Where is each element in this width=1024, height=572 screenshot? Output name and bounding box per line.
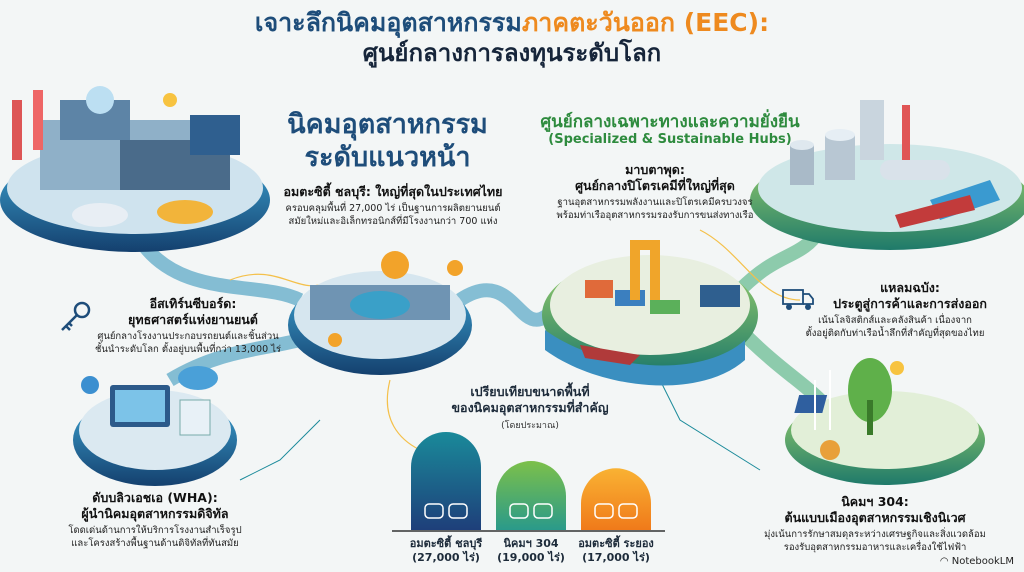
connector-path bbox=[134, 235, 304, 307]
car-icon bbox=[424, 503, 444, 519]
map-ta-phut-block: มาบตาพุด: ศูนย์กลางปิโตรเคมีที่ใหญ่ที่สุ… bbox=[556, 162, 754, 221]
bar-0 bbox=[411, 432, 481, 530]
bar-label-amata-chonburi: อมตะซิตี้ ชลบุรี(27,000 ไร่) bbox=[409, 537, 483, 564]
wha-block: ดับบลิวเอชเอ (WHA): ผู้นำนิคมอุตสาหกรรมด… bbox=[68, 490, 242, 549]
seaport-illustration bbox=[542, 240, 758, 386]
right-section-heading-en: (Specialized & Sustainable Hubs) bbox=[548, 132, 792, 147]
flask-icon bbox=[618, 503, 638, 519]
eco-industry-illustration bbox=[785, 358, 985, 485]
dining-icon bbox=[533, 503, 553, 519]
bar-label-nikom-304: นิคมฯ 304(19,000 ไร่) bbox=[497, 537, 565, 564]
nikom-304-block: นิคมฯ 304: ต้นแบบเมืองอุตสาหกรรมเชิงนิเว… bbox=[764, 494, 986, 553]
bar-2 bbox=[581, 468, 651, 530]
left-section-heading: นิคมอุตสาหกรรมระดับแนวหน้า bbox=[287, 109, 488, 173]
bar-1 bbox=[496, 461, 566, 530]
petrochemical-plant-illustration bbox=[750, 100, 1024, 250]
key-icon bbox=[61, 301, 91, 331]
eastern-seaboard-block: อีสเทิร์นซีบอร์ด: ยุทธศาสตร์แห่งยานยนต์ … bbox=[58, 296, 298, 356]
page-title-line1: เจาะลึกนิคมอุตสาหกรรมภาคตะวันออก (EEC): bbox=[254, 8, 770, 37]
chart-note: (โดยประมาณ) bbox=[501, 421, 559, 431]
chip-icon bbox=[448, 503, 468, 519]
chart-title: เปรียบเทียบขนาดพื้นที่ของนิคมอุตสาหกรรมท… bbox=[451, 384, 609, 415]
factory-icon bbox=[594, 503, 614, 519]
bar-chart bbox=[411, 432, 651, 530]
container-truck-icon bbox=[782, 289, 814, 310]
assembly-line-illustration bbox=[288, 251, 472, 375]
page-title-line2: ศูนย์กลางการลงทุนระดับโลก bbox=[362, 39, 662, 67]
notebooklm-brand: ◠ NotebookLM bbox=[939, 556, 1014, 567]
amata-chonburi-block: อมตะซิตี้ ชลบุรี: ใหญ่ที่สุดในประเทศไทย … bbox=[283, 184, 503, 227]
automotive-factory-illustration bbox=[0, 86, 270, 252]
right-section-heading: ศูนย์กลางเฉพาะทางและความยั่งยืน bbox=[540, 112, 800, 132]
digital-cloud-illustration bbox=[73, 366, 237, 486]
laem-chabang-block: แหลมฉบัง: ประตูสู่การค้าและการส่งออก เน้… bbox=[775, 280, 1015, 340]
bar-label-amata-rayong: อมตะซิตี้ ระยอง(17,000 ไร่) bbox=[578, 537, 654, 564]
plant-hand-icon bbox=[509, 503, 529, 519]
